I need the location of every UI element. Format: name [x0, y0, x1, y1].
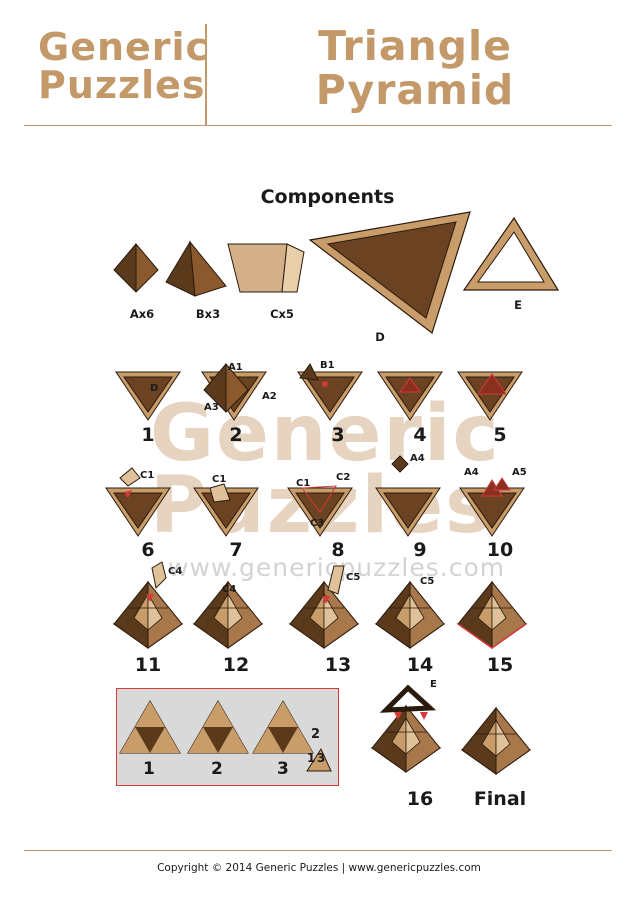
label-d: D [375, 330, 385, 344]
fragment-digit: 2 [311, 727, 321, 742]
step-5-illustration [457, 371, 523, 421]
step-number: 9 [413, 539, 427, 561]
step-number: 1 [141, 424, 155, 446]
step-7-illustration [193, 483, 259, 537]
step-number: 11 [134, 654, 162, 676]
step-number: 8 [331, 539, 345, 561]
tag-step12-c4: C4 [222, 584, 237, 595]
layer-diagram-2 [187, 700, 249, 754]
component-a-piece [113, 243, 159, 293]
tag-step1-d: D [150, 383, 159, 394]
step-9-illustration [375, 455, 441, 537]
step-13-illustration [289, 565, 359, 649]
step-number: 14 [406, 654, 434, 676]
tag-step6-c1: C1 [140, 470, 155, 481]
tag-step7-c1: C1 [212, 474, 227, 485]
layer-diagrams [119, 700, 332, 772]
label-bx3: Bx3 [195, 307, 221, 321]
tag-step14-c5: C5 [420, 576, 435, 587]
brand-line-1: Generic [38, 25, 210, 69]
inset-number: 1 [143, 759, 155, 779]
step-number: 6 [141, 539, 155, 561]
step-14-illustration [375, 581, 445, 649]
step-11-illustration [113, 561, 183, 649]
step-number: 12 [222, 654, 250, 676]
label-cx5: Cx5 [270, 307, 294, 321]
step-number: 2 [229, 424, 243, 446]
footer-copyright: Copyright © 2014 Generic Puzzles | www.g… [157, 862, 481, 874]
header-rule [24, 125, 612, 126]
step-1-illustration [115, 371, 181, 421]
step-3-illustration [297, 363, 363, 421]
step-8-illustration [287, 485, 353, 537]
layer-diagram-3 [252, 700, 314, 754]
label-ax6: Ax6 [129, 307, 155, 321]
step-number: 3 [331, 424, 345, 446]
step-15-illustration [457, 581, 527, 649]
brand-line-2: Puzzles [38, 63, 206, 107]
tag-step8-c3: C3 [310, 518, 325, 529]
tag-step8-c2: C2 [336, 472, 351, 483]
step-16-illustration [371, 684, 441, 773]
component-c-piece [227, 243, 305, 293]
component-d-tray [308, 211, 471, 334]
tag-step8-c1: C1 [296, 478, 311, 489]
label-e: E [514, 298, 522, 312]
tag-step9-a4: A4 [410, 453, 425, 464]
step-6-illustration [105, 467, 171, 537]
tag-step2-a3: A3 [204, 402, 219, 413]
fragment-digit: 1 [307, 751, 316, 765]
step-4-illustration [377, 371, 443, 421]
title-line-1: Triangle [318, 22, 512, 70]
inset-number: 2 [211, 759, 223, 779]
tag-step13-c5: C5 [346, 572, 361, 583]
step-number: 4 [413, 424, 427, 446]
layer-diagram-1 [119, 700, 181, 754]
tag-step2-a1: A1 [228, 362, 243, 373]
layer-fragment [306, 747, 332, 772]
step-number: 10 [486, 539, 514, 561]
footer-rule [24, 850, 612, 851]
title-line-2: Pyramid [315, 66, 515, 114]
fragment-digit: 3 [317, 751, 326, 765]
tag-step2-a2: A2 [262, 391, 277, 402]
step-number: 5 [493, 424, 507, 446]
step-number: 15 [486, 654, 514, 676]
step-number: 13 [324, 654, 352, 676]
step-number: 16 [406, 788, 434, 810]
tag-step11-c4: C4 [168, 566, 183, 577]
layer-inset-panel: 1 2 3 2 1 3 [116, 688, 339, 786]
final-label: Final [473, 788, 527, 810]
component-b-piece [165, 240, 227, 297]
step-number: 7 [229, 539, 243, 561]
step-10-illustration [459, 477, 525, 537]
brand-logo: Generic Puzzles [38, 25, 210, 107]
component-e-frame [462, 216, 560, 291]
final-illustration [461, 707, 531, 775]
tag-step10-a4: A4 [464, 467, 479, 478]
inset-number: 3 [277, 759, 289, 779]
tag-step16-e: E [430, 679, 437, 690]
tag-step10-a5: A5 [512, 467, 527, 478]
page-title: Triangle Pyramid [290, 24, 540, 112]
header-divider [205, 24, 207, 126]
tag-step3-b1: B1 [320, 360, 335, 371]
components-heading: Components [260, 186, 395, 208]
